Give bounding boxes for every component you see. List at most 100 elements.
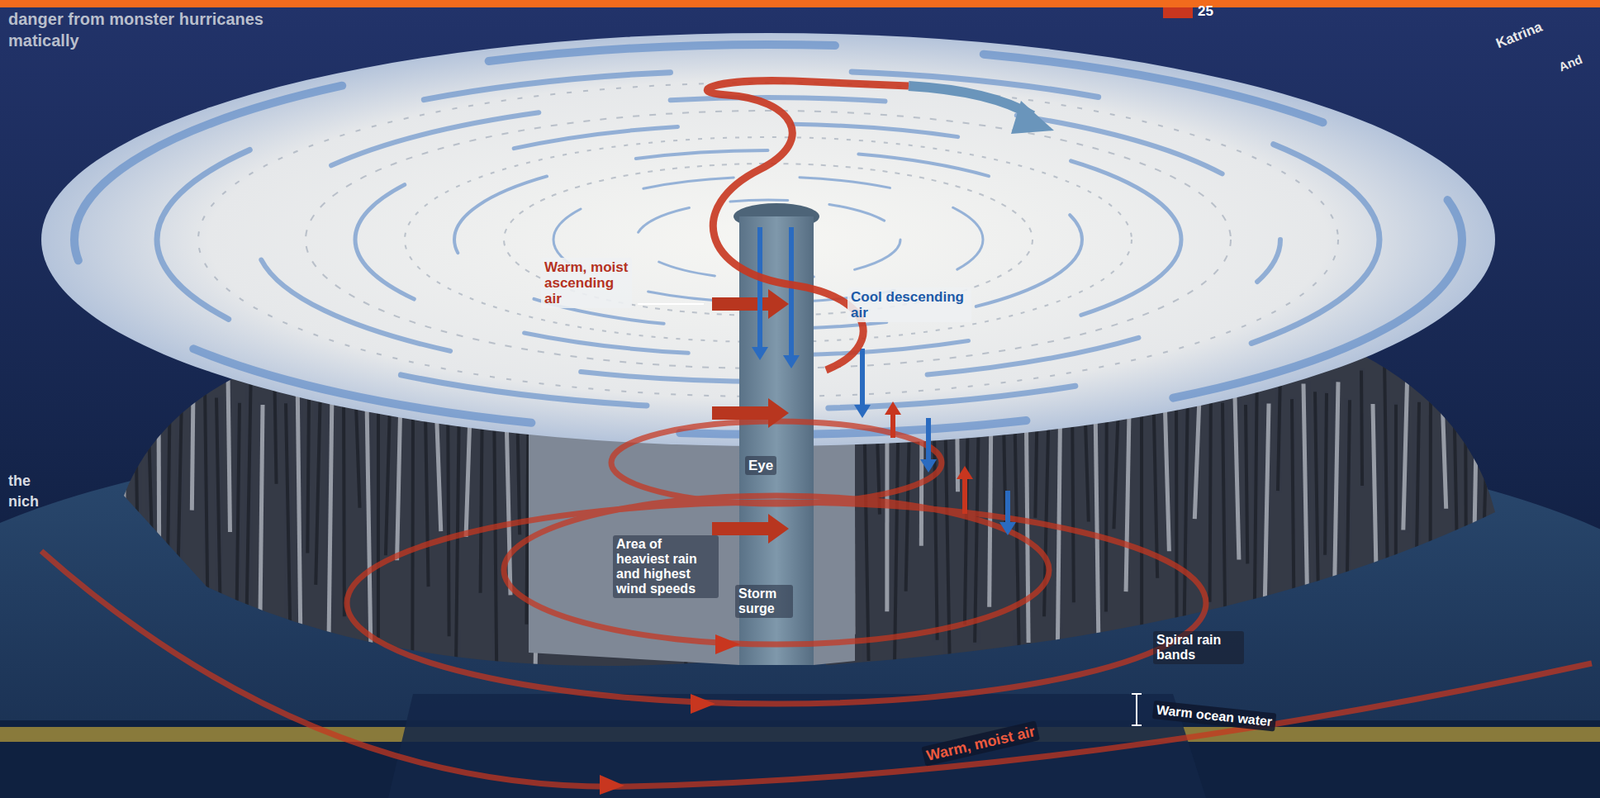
illustration-label: Area of heaviest rain and highest wind s…: [612, 535, 719, 599]
cloud-tower-streak: [944, 403, 950, 662]
illustration-label: Storm surge: [735, 584, 793, 618]
illustration-shape: [1131, 693, 1142, 695]
illustration-shape: [859, 348, 865, 405]
cloud-tower-streak: [227, 375, 230, 532]
downdraft-arrowheads: [751, 346, 1017, 536]
illustration-shape: [962, 477, 968, 514]
illustration-shape: [503, 495, 1050, 645]
cloud-tower-streak: [1113, 404, 1119, 530]
cloud-tower-streak: [1473, 396, 1477, 585]
illustration-label: the: [8, 472, 31, 490]
cloud-tower-streak: [1403, 365, 1408, 530]
illustration-shape: [1131, 724, 1142, 727]
inflow-spiral: [41, 421, 1592, 787]
cloud-tower-streak: [156, 401, 162, 598]
cloud-tower-streak: [1072, 400, 1074, 603]
cloud-tower-streak: [1333, 381, 1339, 654]
cloud-tower-streak: [1324, 393, 1327, 556]
cloud-tower-streak: [1498, 402, 1501, 676]
illustration-label: Warm, moist air: [921, 720, 1040, 767]
cloud-tower-streak: [260, 404, 263, 631]
cloud-tower-streak: [176, 394, 182, 622]
cloud-tower-streak: [1183, 386, 1188, 641]
illustration-label: 25: [1197, 3, 1214, 19]
illustration-shape: [783, 355, 800, 369]
cloud-tower-streak: [297, 373, 301, 643]
cloud-tower-streak: [1303, 383, 1309, 663]
downdraft-arrows: [759, 227, 1008, 523]
illustration-shape: [999, 522, 1017, 536]
illustration-shape: [751, 346, 769, 361]
cloud-tower-streak: [147, 367, 152, 528]
illustration-label: Warm, moist ascending air: [541, 257, 632, 309]
illustration-shape: [690, 693, 716, 714]
illustration-label: Warm ocean water: [1152, 700, 1277, 732]
cloud-tower-streak: [410, 404, 415, 686]
cloud-tower-streak: [1315, 391, 1319, 586]
cloud-tower-streak: [1139, 401, 1144, 682]
cloud-tower-streak: [204, 385, 209, 640]
cloud-tower-streak: [1372, 403, 1378, 635]
illustration-label: Spiral rain bands: [1153, 631, 1244, 665]
illustration-label: And: [1557, 52, 1585, 76]
cloud-tower-streak: [1164, 394, 1169, 551]
updraft-spiral: [707, 80, 909, 371]
cloud-tower-streak: [307, 398, 309, 554]
cloud-tower-streak: [1428, 377, 1433, 627]
illustration-shape: [712, 289, 789, 319]
cloud-tower-streak: [1346, 399, 1350, 651]
illustration-shape: [854, 404, 871, 418]
cloud-tower-streak: [341, 393, 347, 617]
cloud-tower-streak: [493, 396, 497, 678]
cloud-tower-streak: [237, 403, 240, 602]
illustration-shape: [1005, 490, 1011, 523]
cloud-tower-streak: [1361, 370, 1363, 486]
cloud-tower-streak: [366, 400, 371, 658]
cloud-tower-streak: [1263, 403, 1269, 656]
illustration-shape: [715, 634, 741, 655]
illustration-label: nich: [8, 493, 39, 510]
illustration-shape: [712, 398, 789, 428]
cloud-tower-streak: [1453, 388, 1459, 622]
illustration-shape: [599, 774, 625, 795]
cloud-tower-streak: [1245, 404, 1248, 564]
illustration-shape: [890, 413, 896, 438]
leader-line: [637, 303, 704, 305]
illustration-shape: [788, 227, 794, 356]
cloud-tower-streak: [135, 403, 140, 675]
cloud-tower-streak: [191, 389, 194, 511]
illustration-shape: [884, 401, 902, 415]
cloud-tower-streak: [455, 395, 460, 663]
updraft-arrows: [884, 401, 974, 514]
outflow-arrow: [908, 85, 1033, 116]
illustration-label: matically: [8, 31, 80, 50]
depth-bracket: [1131, 693, 1142, 726]
header-bar: [0, 0, 1600, 8]
illustration-shape: [925, 417, 931, 460]
illustration-label: Cool descending air: [847, 287, 972, 323]
outflow-arrowhead: [1011, 100, 1055, 134]
cloud-tower-streak: [285, 403, 291, 659]
illustration-shape: [1135, 693, 1138, 726]
cloud-tower-streak: [246, 362, 252, 643]
cloud-tower-streak: [1465, 388, 1467, 667]
cloud-tower-streak: [1414, 402, 1420, 675]
cloud-tower-streak: [166, 379, 171, 660]
cloud-tower-streak: [1210, 375, 1211, 603]
cloud-tower-streak: [1291, 398, 1295, 628]
cloud-tower-streak: [1194, 397, 1200, 519]
illustration-shape: [757, 227, 763, 347]
illustration-label: Katrina: [1493, 18, 1544, 53]
cloud-tower-streak: [1483, 377, 1489, 546]
inflow-arrowheads: [599, 634, 741, 795]
illustration-shape: [920, 459, 937, 473]
cloud-tower-streak: [1394, 404, 1398, 596]
illustration-label: Eye: [745, 455, 777, 475]
cloud-tower-streak: [315, 384, 321, 585]
cloud-tower-streak: [216, 398, 222, 669]
inflow-arrows: [712, 289, 789, 544]
illustration-shape: [41, 550, 1592, 787]
illustration-shape: [712, 513, 789, 544]
cloud-tower-streak: [327, 391, 333, 672]
